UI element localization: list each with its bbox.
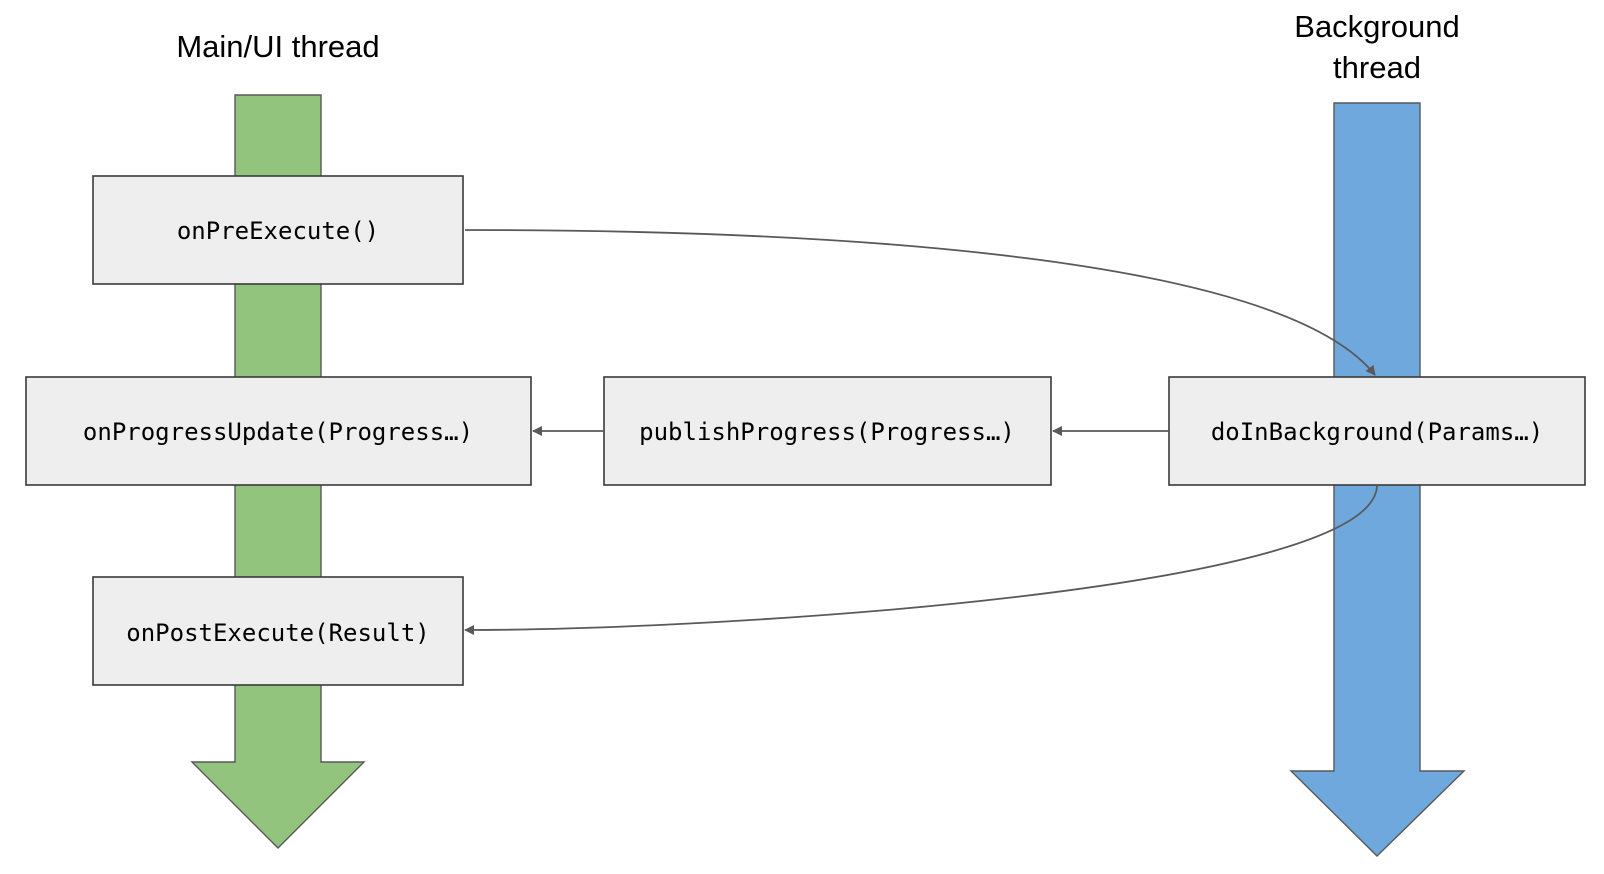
main-thread-label: Main/UI thread xyxy=(176,29,379,64)
background-to-post-execute-connector xyxy=(464,484,1378,635)
on-pre-execute-box xyxy=(92,175,464,285)
on-progress-update-label: onProgressUpdate(Progress…) xyxy=(83,418,473,446)
background-thread-label-line-1: Background xyxy=(1294,9,1459,44)
publish-progress-label: publishProgress(Progress…) xyxy=(639,418,1015,446)
background-thread-label-line-2: thread xyxy=(1333,50,1421,85)
on-post-execute-label: onPostExecute(Result) xyxy=(126,619,429,647)
publish-progress-box xyxy=(603,376,1052,486)
do-in-background-label: doInBackground(Params…) xyxy=(1211,418,1543,446)
on-post-execute-box xyxy=(92,576,464,686)
on-pre-execute-label: onPreExecute() xyxy=(177,217,379,245)
on-progress-update-box xyxy=(25,376,532,486)
pre-execute-to-background-connector xyxy=(464,229,1376,376)
